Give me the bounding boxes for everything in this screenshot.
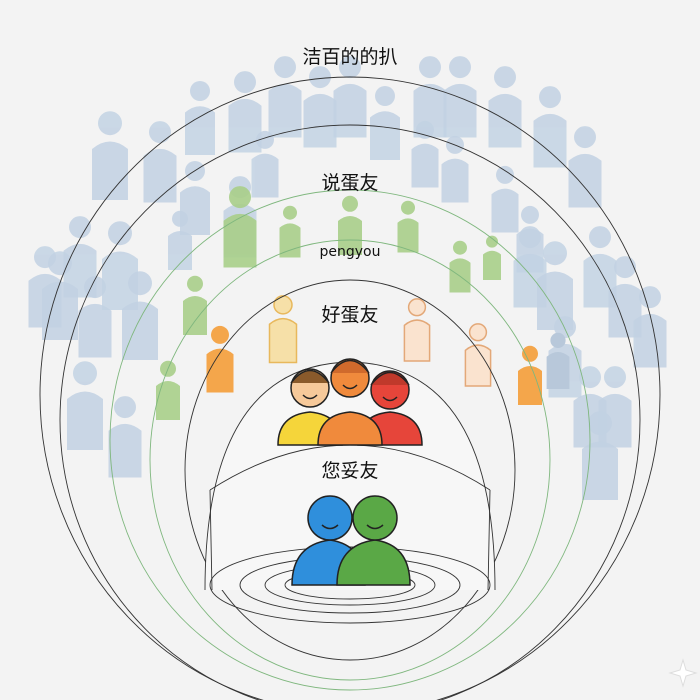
- acquaintance-silhouette-icon: [338, 195, 362, 255]
- best-friends-icon: [291, 495, 411, 586]
- ring-3: [149, 239, 551, 681]
- outer-ring-label: 洁百的的扒: [302, 46, 398, 68]
- stranger-silhouette-icon: [608, 256, 642, 338]
- stranger-silhouette-icon: [441, 135, 469, 203]
- stranger-silhouette-icon: [443, 56, 477, 138]
- stranger-silhouette-icon: [303, 66, 337, 148]
- stranger-silhouette-icon: [108, 396, 142, 478]
- stranger-silhouette-icon: [533, 86, 567, 168]
- stranger-silhouette-icon: [102, 221, 138, 310]
- stranger-silhouette-icon: [491, 165, 519, 233]
- acquaintance-silhouette-icon: [483, 235, 501, 280]
- stranger-silhouette-icon: [516, 205, 544, 273]
- friend-outline-icon: [546, 332, 570, 389]
- ring-2: [109, 189, 591, 691]
- close-friends-label: 您妥友: [321, 460, 379, 482]
- stranger-silhouette-icon: [143, 121, 177, 203]
- stranger-silhouette-icon: [633, 286, 667, 368]
- acquaintance-silhouette-icon: [279, 205, 301, 258]
- stranger-silhouette-icon: [598, 366, 632, 448]
- stranger-silhouette-icon: [568, 126, 602, 208]
- middle-ring-label: 说蛋友: [321, 172, 379, 194]
- acquaintance-silhouette-icon: [449, 240, 471, 293]
- stranger-silhouette-icon: [370, 86, 400, 160]
- friend-outline-icon: [518, 345, 542, 405]
- middle-ring-sublabel: pengyou: [319, 244, 381, 260]
- stranger-silhouette-icon: [28, 246, 62, 328]
- friend-outline-icon: [206, 325, 234, 393]
- stranger-silhouette-icon: [228, 71, 262, 153]
- friend-outline-icon: [268, 295, 298, 364]
- stranger-silhouette-icon: [583, 226, 617, 308]
- good-friends-label: 好蛋友: [321, 304, 379, 326]
- ring-4: [184, 279, 516, 661]
- stranger-silhouette-icon: [268, 56, 302, 138]
- friend-group-icon: [277, 358, 423, 446]
- stranger-silhouette-icon: [92, 111, 128, 200]
- acquaintance-silhouette-icon: [183, 275, 207, 335]
- stranger-silhouette-icon: [168, 210, 192, 270]
- ring-1: [59, 124, 641, 700]
- stranger-silhouette-icon: [122, 271, 158, 360]
- friend-outline-icon: [403, 298, 431, 362]
- stranger-silhouette-icon: [78, 276, 112, 358]
- ring-0: [39, 76, 661, 700]
- friend-outline-icon: [464, 323, 492, 387]
- acquaintance-silhouette-icon: [223, 186, 257, 268]
- stranger-silhouette-icon: [411, 120, 439, 188]
- sparkle-icon: [668, 658, 698, 688]
- stranger-silhouette-icon: [185, 81, 215, 155]
- stranger-silhouette-icon: [333, 56, 367, 138]
- stranger-silhouette-icon: [537, 241, 573, 330]
- stranger-silhouette-icon: [488, 66, 522, 148]
- stranger-silhouette-icon: [67, 361, 103, 450]
- inner-dome-sides: [209, 489, 491, 591]
- stranger-silhouette-icon: [582, 411, 618, 500]
- stranger-silhouette-icon: [251, 130, 279, 198]
- acquaintance-silhouette-icon: [397, 200, 419, 253]
